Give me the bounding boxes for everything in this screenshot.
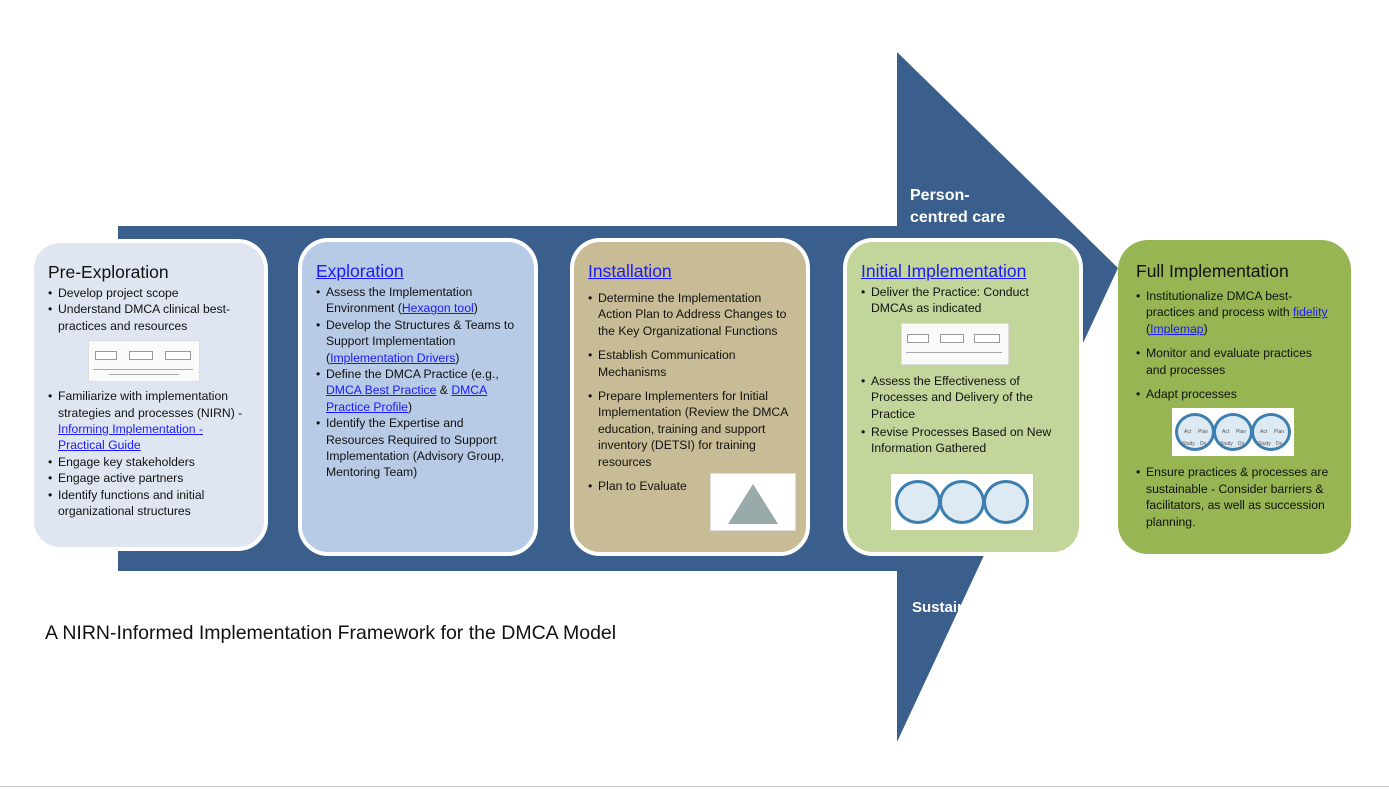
- list-item: Understand DMCA clinical best-practices …: [48, 301, 250, 334]
- pdsa-cycle-diagram: Act Plan Study Do Act Plan Study Do Act …: [1172, 408, 1294, 457]
- arrow-label-sustainability: Sustainability: [912, 599, 1010, 616]
- list-item: Develop project scope: [48, 285, 250, 302]
- list-item-text: Define the DMCA Practice (e.g.,: [326, 367, 499, 382]
- figure-caption: A NIRN-Informed Implementation Framework…: [45, 622, 617, 644]
- stage-title-exploration-link[interactable]: Exploration: [316, 261, 404, 281]
- list-item: Develop the Structures & Teams to Suppor…: [316, 317, 520, 366]
- process-diagram-thumbnail: [88, 340, 200, 383]
- list-item-text: ): [407, 399, 413, 414]
- list-item: Familiarize with implementation strategi…: [48, 388, 250, 454]
- link-informing-implementation[interactable]: Informing Implementation - Practical Gui…: [58, 422, 203, 453]
- link-dmca-best-practice[interactable]: DMCA Best Practice: [326, 383, 437, 398]
- stage-title-installation-link[interactable]: Installation: [588, 261, 672, 281]
- pdsa-cycle-diagram: [891, 474, 1033, 530]
- cycle-label: Plan: [1198, 429, 1209, 436]
- list-item: Assess the Implementation Environment (H…: [316, 284, 520, 317]
- bullet-list: Institutionalize DMCA best-practices and…: [1136, 288, 1333, 403]
- arrow-label-person-centred-care: Person- centred care: [910, 187, 1006, 226]
- list-item-text: Institutionalize DMCA best-practices and…: [1146, 289, 1293, 320]
- stage-initial-implementation: Initial Implementation Deliver the Pract…: [843, 238, 1083, 556]
- stage-installation: Installation Determine the Implementatio…: [570, 238, 810, 556]
- list-item: Engage key stakeholders: [48, 454, 250, 471]
- link-hexagon-tool[interactable]: Hexagon tool: [401, 301, 474, 316]
- stage-full-implementation: Full Implementation Institutionalize DMC…: [1118, 240, 1351, 554]
- link-fidelity[interactable]: fidelity: [1293, 305, 1328, 320]
- list-item: Prepare Implementers for Initial Impleme…: [588, 388, 792, 470]
- cycle-label: Do: [1200, 441, 1207, 448]
- cycle-label: Plan: [1274, 429, 1285, 436]
- list-item-text: ): [455, 350, 460, 365]
- list-item-text: ): [473, 301, 478, 316]
- process-diagram-thumbnail: [901, 322, 1009, 365]
- list-item: Deliver the Practice: Conduct DMCAs as i…: [861, 284, 1065, 317]
- cycle-ring: Act Plan Study Do: [1251, 413, 1291, 452]
- link-implementation-drivers[interactable]: Implementation Drivers: [330, 350, 456, 365]
- cycle-ring: [983, 480, 1029, 524]
- list-item: Identify functions and initial organizat…: [48, 487, 250, 520]
- cycle-label: Do: [1238, 441, 1245, 448]
- list-item: Institutionalize DMCA best-practices and…: [1136, 288, 1333, 337]
- bullet-list: Determine the Implementation Action Plan…: [588, 290, 792, 495]
- bullet-list: Deliver the Practice: Conduct DMCAs as i…: [861, 284, 1065, 317]
- list-item: Adapt processes: [1136, 386, 1333, 403]
- list-item-text: Assess the Implementation Environment (: [326, 285, 473, 316]
- list-item: Determine the Implementation Action Plan…: [588, 290, 792, 339]
- cycle-ring: Act Plan Study Do: [1213, 413, 1253, 452]
- list-item: Engage active partners: [48, 470, 250, 487]
- bullet-list: Ensure practices & processes are sustain…: [1136, 464, 1333, 530]
- stage-title-pre-exploration: Pre-Exploration: [48, 262, 169, 282]
- cycle-label: Study: [1258, 441, 1271, 448]
- list-item: Ensure practices & processes are sustain…: [1136, 464, 1333, 530]
- cycle-label: Act: [1222, 429, 1230, 436]
- stage-pre-exploration: Pre-Exploration Develop project scope Un…: [30, 239, 268, 551]
- list-item: Define the DMCA Practice (e.g., DMCA Bes…: [316, 366, 520, 415]
- bullet-list: Assess the Implementation Environment (H…: [316, 284, 520, 481]
- cycle-label: Do: [1276, 441, 1283, 448]
- link-dmca-practice-profile[interactable]: DMCA Practice Profile: [326, 383, 488, 414]
- list-item-text: Familiarize with implementation strategi…: [58, 389, 243, 420]
- bullet-list: Assess the Effectiveness of Processes an…: [861, 373, 1065, 457]
- link-implemap[interactable]: Implemap: [1150, 321, 1204, 336]
- bottom-divider: [0, 786, 1389, 787]
- bullet-list: Familiarize with implementation strategi…: [48, 388, 250, 519]
- stage-exploration: Exploration Assess the Implementation En…: [298, 238, 538, 556]
- cycle-label: Study: [1182, 441, 1195, 448]
- cycle-label: Act: [1184, 429, 1192, 436]
- detsi-pyramid-thumbnail: [710, 473, 796, 531]
- list-item: Revise Processes Based on New Informatio…: [861, 424, 1065, 457]
- list-item-text: &: [436, 383, 452, 398]
- list-item: Plan to Evaluate: [588, 478, 792, 495]
- cycle-ring: [939, 480, 985, 524]
- stage-title-initial-implementation-link[interactable]: Initial Implementation: [861, 261, 1027, 281]
- list-item-text: ): [1203, 321, 1208, 336]
- cycle-label: Act: [1260, 429, 1268, 436]
- cycle-label: Study: [1220, 441, 1233, 448]
- list-item: Establish Communication Mechanisms: [588, 347, 792, 380]
- cycle-label: Plan: [1236, 429, 1247, 436]
- stage-title-full-implementation: Full Implementation: [1136, 261, 1289, 281]
- list-item: Assess the Effectiveness of Processes an…: [861, 373, 1065, 422]
- list-item-text: (: [1146, 321, 1151, 336]
- list-item-text: Develop the Structures & Teams to Suppor…: [326, 317, 515, 365]
- bullet-list: Develop project scope Understand DMCA cl…: [48, 285, 250, 334]
- list-item: Monitor and evaluate practices and proce…: [1136, 345, 1333, 378]
- list-item: Identify the Expertise and Resources Req…: [316, 415, 520, 481]
- cycle-ring: Act Plan Study Do: [1175, 413, 1215, 452]
- cycle-ring: [895, 480, 941, 524]
